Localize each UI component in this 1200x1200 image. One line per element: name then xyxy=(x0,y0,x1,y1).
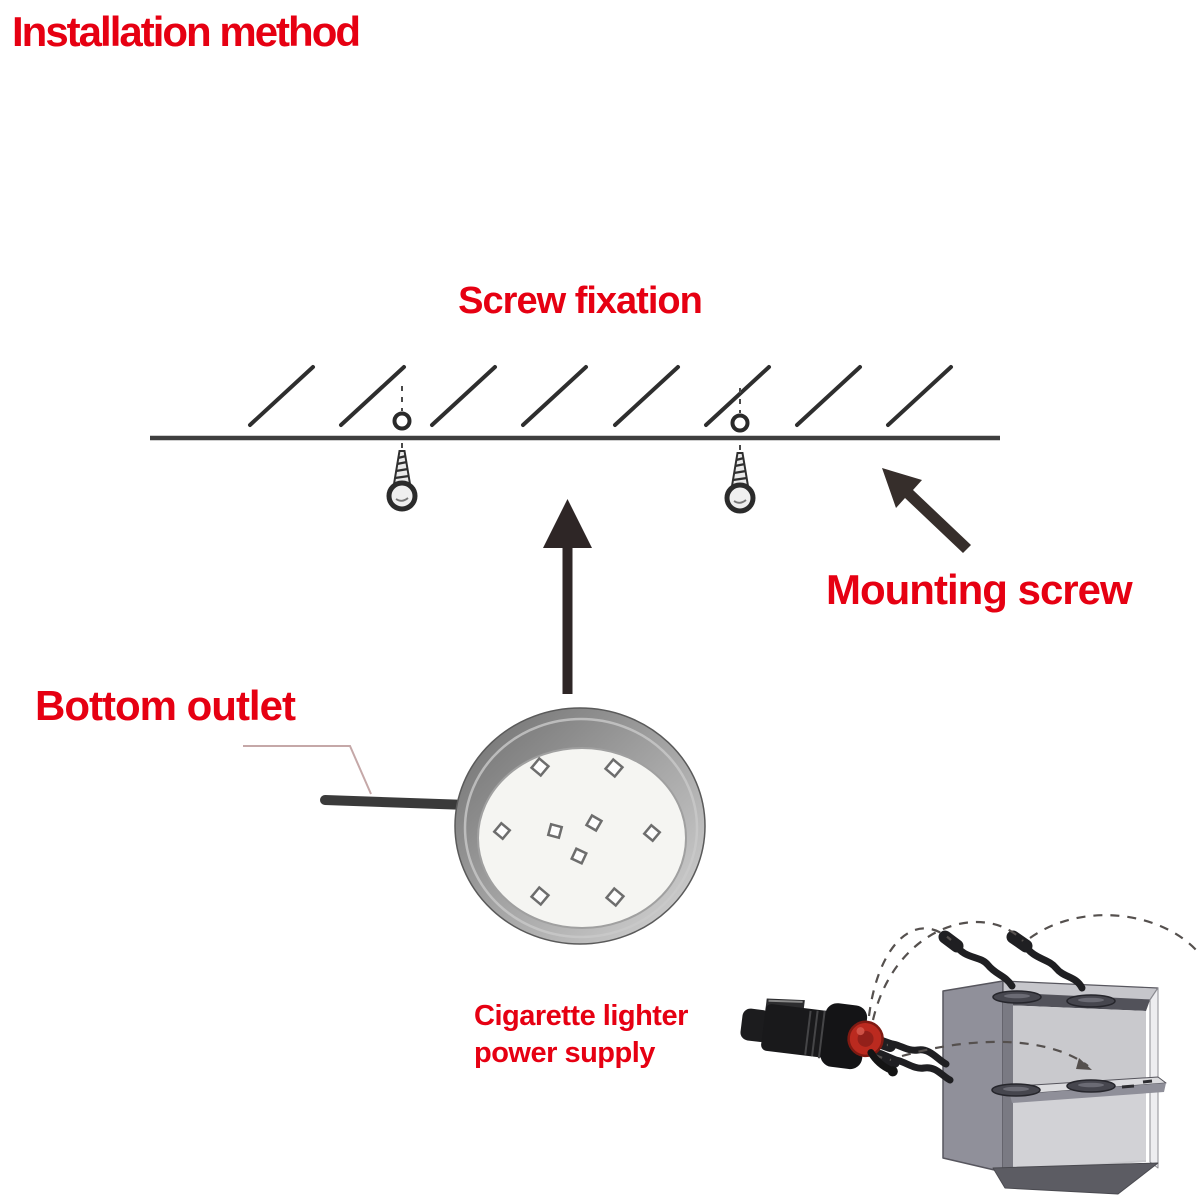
screw-icon xyxy=(724,452,756,514)
power-wire xyxy=(886,1056,954,1084)
pilot-hole-icon xyxy=(730,413,750,433)
cabinet-light-icon xyxy=(992,990,1042,1004)
plug-cap-highlight xyxy=(856,1027,865,1036)
plug-body xyxy=(761,1004,837,1059)
power-wire xyxy=(951,940,1016,990)
mounting-screw-label: Mounting screw xyxy=(826,566,1133,613)
cigarette-lighter-label-line1: Cigarette lighter xyxy=(474,1000,688,1032)
guide-arc xyxy=(901,1040,1089,1067)
cabinet-left-panel xyxy=(942,980,1004,1173)
cabinet-light-icon xyxy=(1066,994,1116,1008)
guide-arc xyxy=(867,927,952,1017)
mounting-screw-arrow-icon xyxy=(882,468,971,553)
plug-clip-highlight xyxy=(768,999,803,1003)
cabinet-back-lower xyxy=(1008,1091,1146,1170)
screw-assembly-1 xyxy=(386,386,418,512)
cigarette-lighter-label-line2: power supply xyxy=(474,1037,655,1069)
guide-arc xyxy=(1029,914,1199,953)
pilot-hole-icon xyxy=(392,411,412,431)
ceiling-section xyxy=(150,365,1000,694)
cabinet-bottom xyxy=(992,1162,1159,1195)
cabinet xyxy=(942,980,1167,1195)
puck-light-section xyxy=(243,707,706,945)
cabinet-light-icon xyxy=(1066,1079,1116,1093)
up-arrow-icon xyxy=(543,499,592,694)
plug-ribs xyxy=(804,1010,826,1059)
puck-bevel xyxy=(463,717,699,939)
led-array xyxy=(492,756,662,908)
hatch-marks xyxy=(248,365,953,427)
bottom-outlet-label: Bottom outlet xyxy=(35,682,296,729)
cigarette-plug xyxy=(740,998,898,1077)
guide-arc xyxy=(871,920,1024,1021)
guide-arrowhead-icon xyxy=(1076,1058,1092,1070)
cabinet-left-inner-edge xyxy=(1003,993,1013,1172)
screw-assembly-2 xyxy=(724,388,756,514)
screw-fixation-label: Screw fixation xyxy=(458,280,703,322)
screw-icon xyxy=(386,450,418,512)
puck-light xyxy=(454,707,706,945)
power-wire xyxy=(1020,940,1086,992)
power-wire xyxy=(882,1040,950,1068)
shelf-peg xyxy=(1121,1084,1135,1089)
leader-line xyxy=(243,745,372,795)
shelf-peg xyxy=(1142,1079,1153,1084)
puck-lens xyxy=(477,747,687,929)
power-wire xyxy=(320,795,473,810)
cigarette-lighter-label: Cigarette lighter power supply xyxy=(474,998,688,1072)
plug-wire-end xyxy=(887,1066,898,1077)
page-title: Installation method xyxy=(12,8,361,55)
cabinet-light-icon xyxy=(991,1083,1041,1097)
